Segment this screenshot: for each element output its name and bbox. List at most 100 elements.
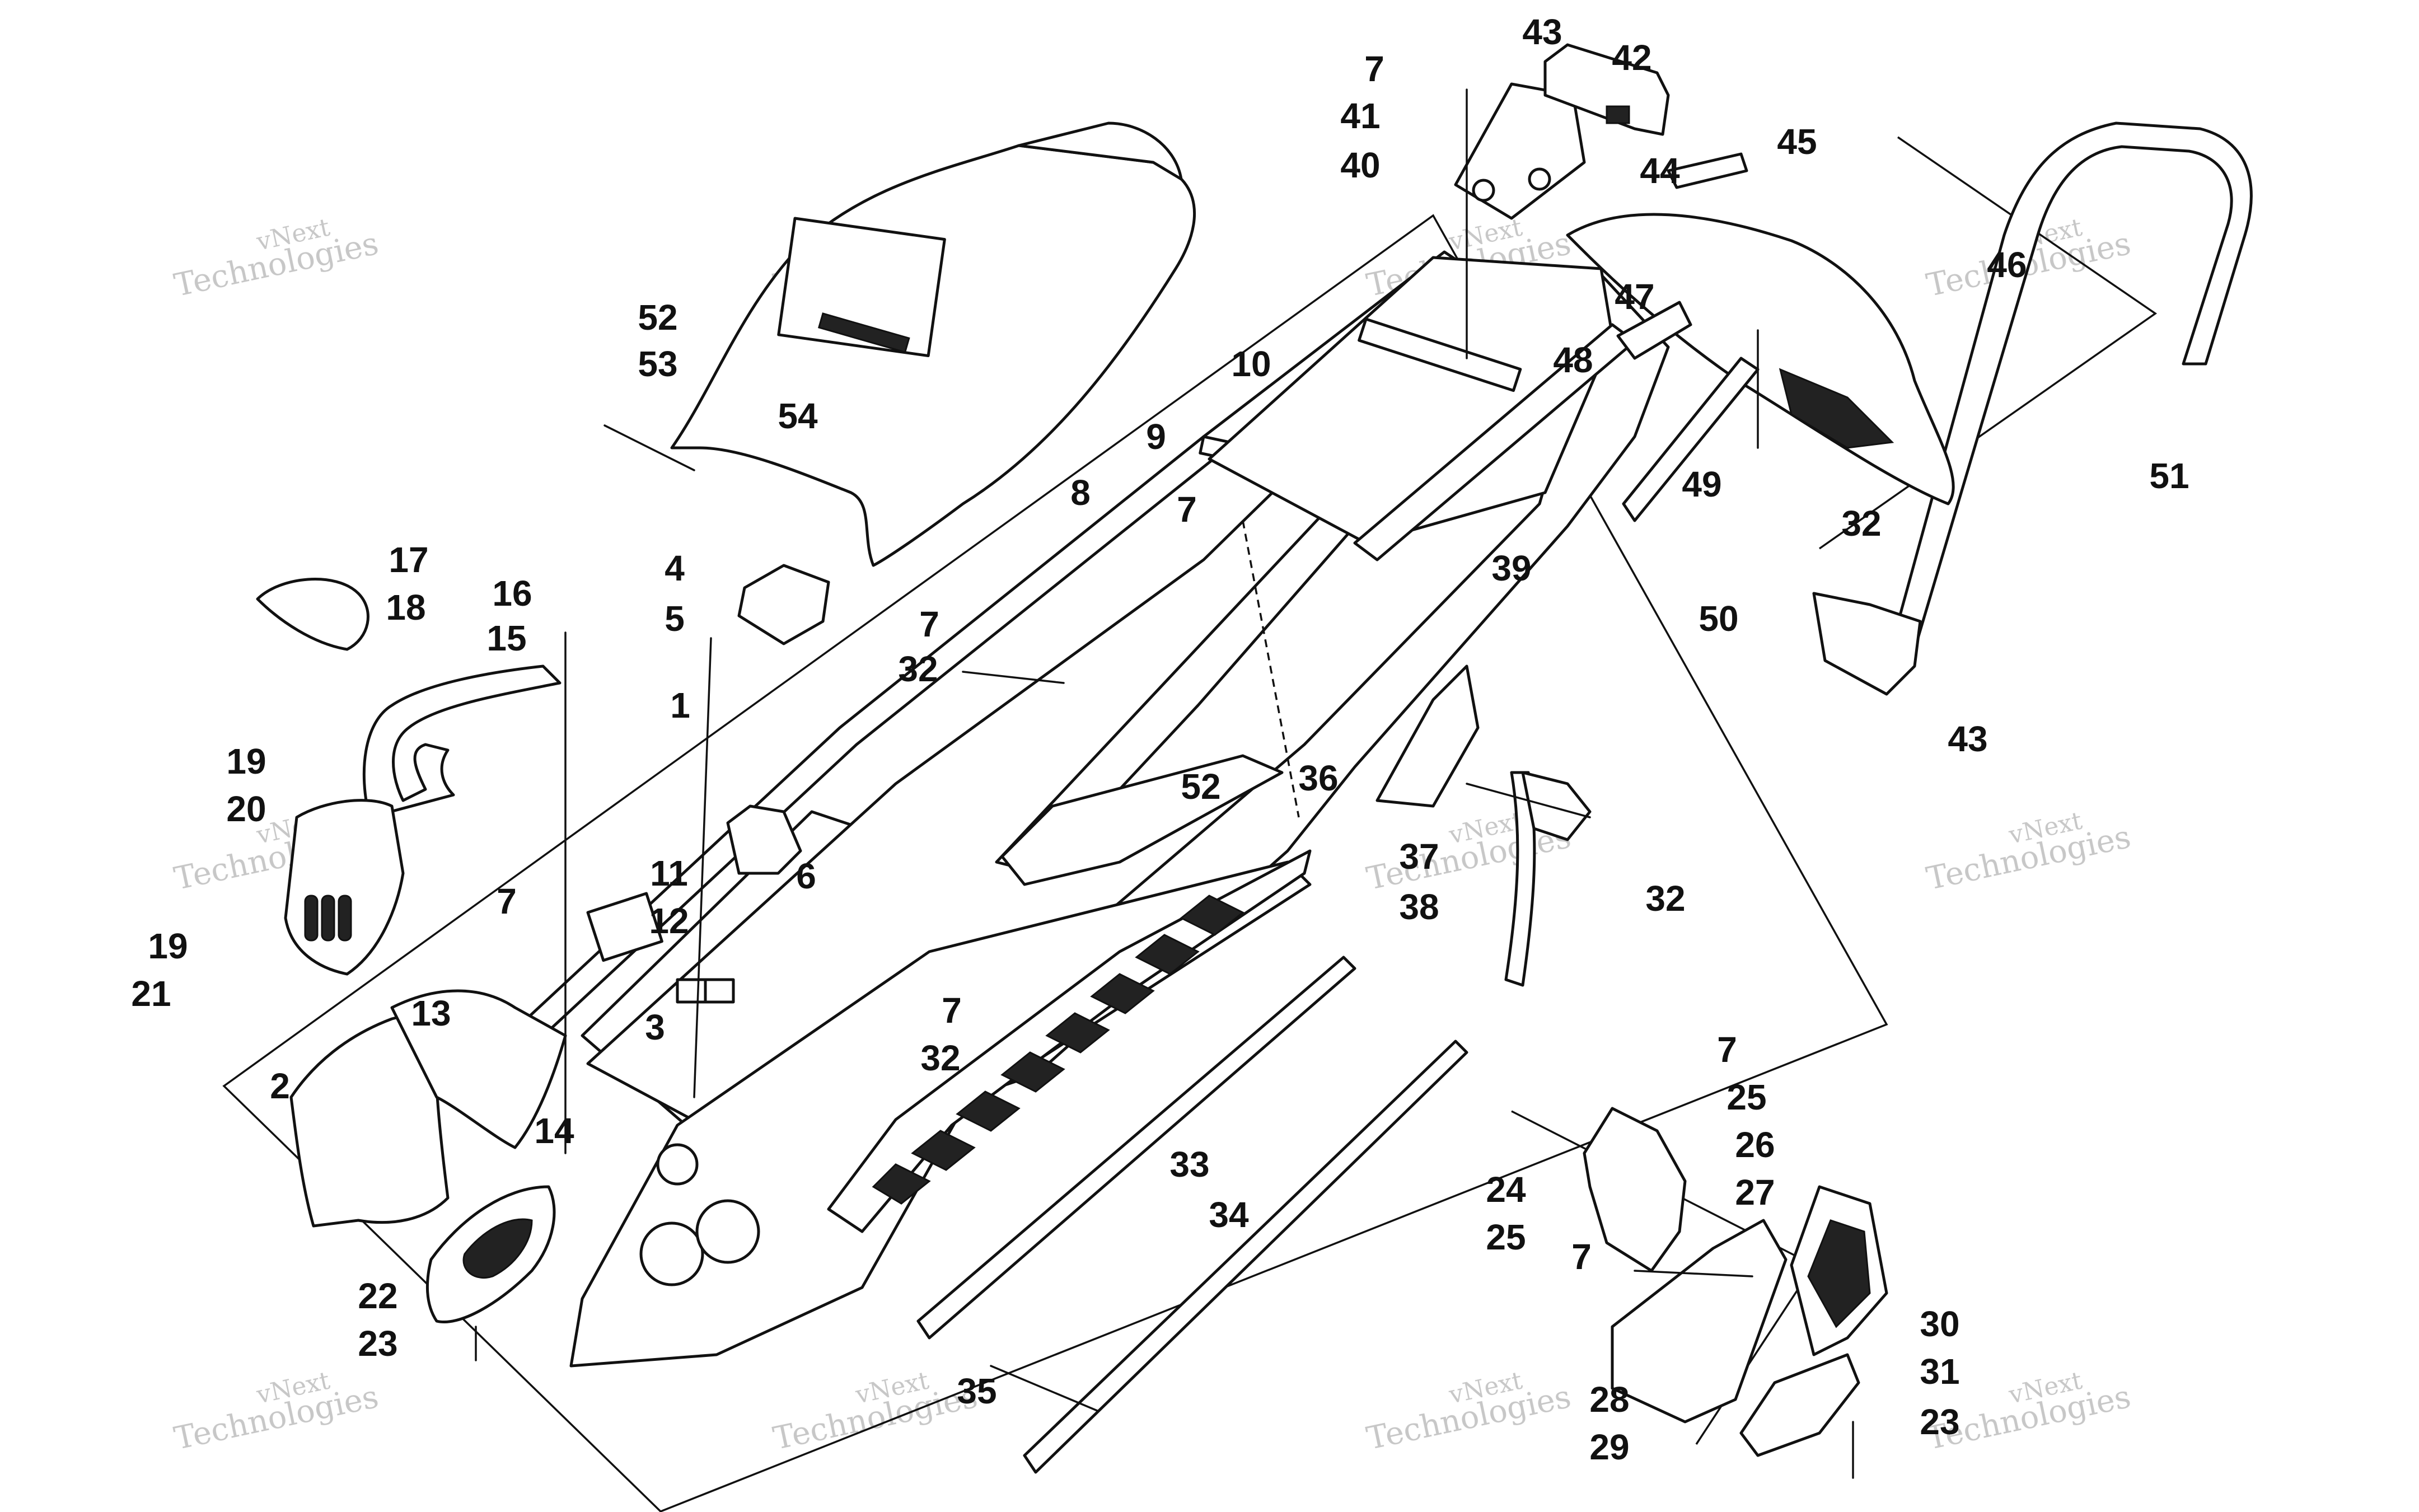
callout-7: 7 [1177, 489, 1197, 530]
callout-25: 25 [1486, 1217, 1526, 1257]
callout-39: 39 [1491, 548, 1531, 588]
callout-5: 5 [665, 598, 685, 639]
callout-4: 4 [665, 548, 685, 588]
callout-16: 16 [492, 573, 532, 614]
connector [676, 978, 707, 1004]
callout-18: 18 [386, 587, 425, 628]
leader [962, 671, 1065, 684]
footrest-cap [256, 578, 369, 651]
rear-guard [1375, 664, 1480, 808]
callout-6: 6 [796, 856, 816, 896]
deck-logo-plate [1358, 317, 1522, 392]
callout-1: 1 [670, 685, 690, 725]
leader [603, 424, 695, 471]
bracket-slot [321, 895, 335, 942]
callout-29: 29 [1589, 1427, 1629, 1467]
hitch-hole [1528, 167, 1551, 191]
callout-46: 46 [1987, 245, 2027, 285]
panel-30-grille [1807, 1219, 1871, 1328]
callout-14: 14 [534, 1111, 574, 1151]
callout-17: 17 [389, 540, 428, 580]
callout-20: 20 [226, 789, 266, 829]
rail-33 [916, 956, 1356, 1340]
seat-assembly [670, 121, 1196, 567]
callout-23: 23 [358, 1323, 397, 1364]
side-panel-group [1583, 1107, 1888, 1457]
tunnel-side-holes [639, 1143, 760, 1286]
callout-43: 43 [1948, 719, 1987, 759]
callout-31: 31 [1920, 1351, 1959, 1392]
callout-30: 30 [1920, 1304, 1959, 1344]
leader [1242, 520, 1300, 818]
callout-32: 32 [898, 649, 938, 689]
seat-strap [817, 312, 910, 353]
callout-32: 32 [1841, 503, 1881, 544]
callout-7: 7 [942, 990, 962, 1031]
rear-flap-vent [1779, 368, 1894, 449]
callout-28: 28 [1589, 1379, 1629, 1420]
callout-47: 47 [1615, 277, 1654, 317]
callout-22: 22 [358, 1276, 397, 1316]
rib [1180, 895, 1244, 936]
seat-cushion [670, 144, 1196, 567]
rib [1135, 934, 1200, 975]
control-module [586, 892, 663, 962]
callout-48: 48 [1553, 340, 1593, 380]
step-plate-recess [462, 1218, 533, 1279]
tunnel-hole [639, 1221, 704, 1286]
rib [1090, 973, 1155, 1014]
toe-hold-bar [362, 664, 562, 819]
bracket-slot [304, 895, 319, 942]
callout-7: 7 [919, 604, 939, 644]
callout-9: 9 [1146, 416, 1166, 457]
rear-bumper-assembly [1454, 43, 2253, 696]
plate [726, 804, 802, 875]
callout-8: 8 [1070, 472, 1091, 513]
callout-54: 54 [778, 396, 818, 436]
callout-50: 50 [1699, 598, 1738, 639]
front-bracket [390, 989, 567, 1149]
rib [956, 1090, 1021, 1132]
hitch-hole [1472, 179, 1495, 202]
callout-52: 52 [638, 297, 677, 338]
callout-53: 53 [638, 344, 677, 384]
callout-3: 3 [645, 1007, 665, 1047]
callout-19: 19 [226, 741, 266, 781]
seat-top [1017, 121, 1183, 181]
hitch-cap [1543, 43, 1670, 136]
rib [1045, 1012, 1110, 1054]
callout-7: 7 [1717, 1029, 1737, 1070]
callout-36: 36 [1298, 758, 1338, 798]
callout-38: 38 [1399, 887, 1439, 927]
bracket-slot [338, 895, 352, 942]
step-31 [1739, 1353, 1860, 1457]
callout-15: 15 [486, 618, 526, 658]
callout-26: 26 [1735, 1125, 1775, 1165]
callout-labels: 1 2 3 4 5 6 7 7 7 7 7 7 7 8 9 10 11 12 1… [131, 12, 2189, 1467]
callout-21: 21 [131, 973, 171, 1014]
leader-lines [475, 88, 1854, 1479]
callout-35: 35 [957, 1371, 996, 1411]
panel-24 [1583, 1107, 1687, 1272]
callout-23: 23 [1920, 1402, 1959, 1442]
hitch-bracket [1454, 82, 1586, 220]
callout-32: 32 [920, 1038, 960, 1078]
rail-34 [1023, 1040, 1468, 1474]
callout-19: 19 [148, 926, 188, 966]
rear-flap-bracket [1616, 301, 1692, 360]
leader [990, 1365, 1098, 1412]
callout-40: 40 [1340, 145, 1380, 185]
rib [911, 1130, 976, 1171]
callout-24: 24 [1486, 1169, 1526, 1210]
rib [1000, 1051, 1065, 1093]
callout-27: 27 [1735, 1172, 1775, 1213]
callout-25: 25 [1726, 1077, 1766, 1117]
callout-7: 7 [1364, 49, 1384, 89]
callout-34: 34 [1209, 1195, 1249, 1235]
callout-32: 32 [1645, 878, 1685, 919]
box-bracket [737, 564, 830, 645]
